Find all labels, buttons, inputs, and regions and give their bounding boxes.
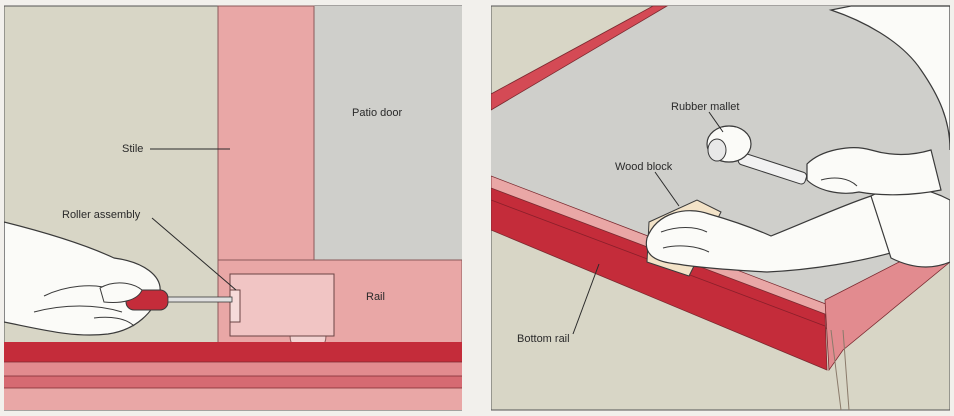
door-track-top: [4, 342, 462, 362]
door-track-lower: [4, 376, 462, 388]
label-roller-assembly: Roller assembly: [62, 209, 141, 221]
label-wood-block: Wood block: [615, 161, 673, 173]
label-rail: Rail: [366, 291, 385, 303]
bottom-rail-leader: [572, 263, 600, 335]
rubber-mallet-leader: [708, 111, 724, 133]
label-bottom-rail: Bottom rail: [517, 333, 570, 345]
screwdriver-shaft: [167, 296, 233, 303]
roller-adjust-screw: [229, 289, 241, 323]
hand-holding-mallet: [806, 147, 942, 196]
patio-door-glass: [314, 6, 462, 260]
top-frame: [491, 5, 669, 111]
door-sill: [4, 388, 462, 410]
left-panel-remove-roller: Patio door Stile Roller assembly Rail: [4, 0, 462, 416]
wood-block-leader: [654, 171, 680, 207]
door-track-middle: [4, 362, 462, 376]
label-patio-door: Patio door: [352, 107, 402, 119]
person-head-shoulder: [828, 5, 950, 151]
roller-assembly-leader: [151, 217, 237, 291]
roller-assembly-housing: [229, 273, 335, 337]
label-rubber-mallet: Rubber mallet: [671, 101, 739, 113]
rubber-mallet: [706, 125, 808, 185]
right-panel-seat-rail: Rubber mallet Wood block Bottom rail: [491, 0, 950, 416]
stile: [217, 5, 315, 261]
left-panel-drawing: Patio door Stile Roller assembly Rail: [4, 5, 462, 411]
right-panel-drawing: Rubber mallet Wood block Bottom rail: [491, 5, 950, 411]
hand-with-screwdriver: [4, 221, 233, 336]
bottom-rail: [491, 187, 828, 371]
label-stile: Stile: [122, 143, 143, 155]
